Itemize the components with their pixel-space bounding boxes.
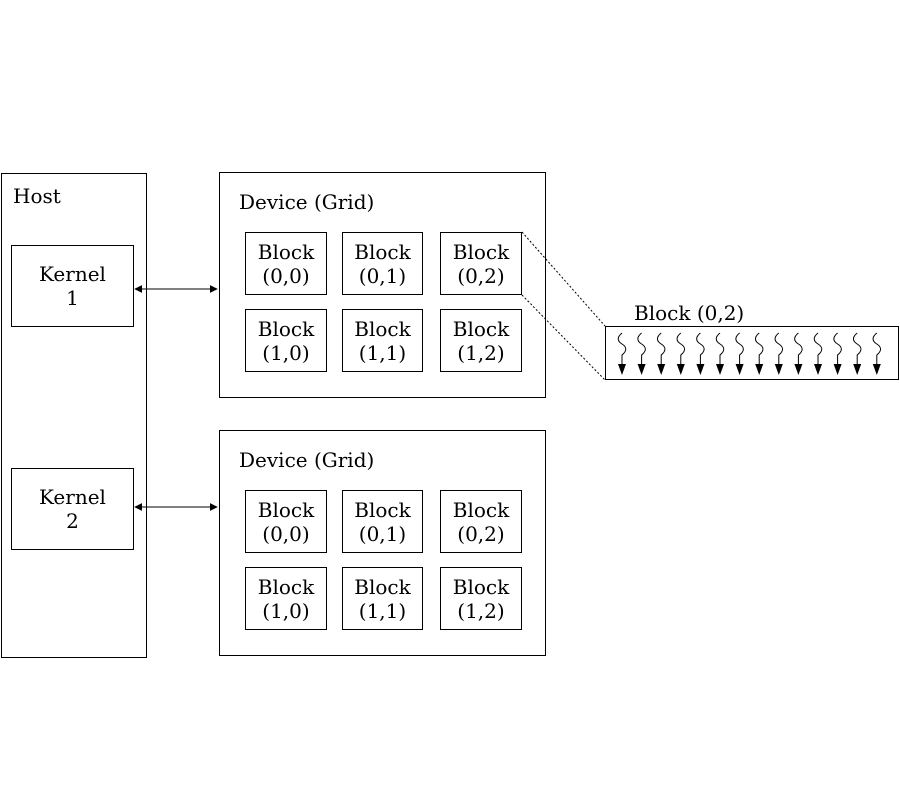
block-label: Block	[354, 239, 411, 264]
kernel-1-number: 1	[66, 286, 79, 310]
kernel-2-box: Kernel 2	[11, 468, 134, 550]
block-label: Block	[452, 497, 510, 522]
block-index: (0,2)	[457, 263, 505, 288]
wavy-arrow-down-icon	[754, 332, 764, 375]
device-1-block-0-1: Block (0,1)	[342, 232, 423, 295]
device-2-block-0-2: Block (0,2)	[440, 490, 522, 553]
zoom-line-bottom	[521, 294, 606, 381]
wavy-arrow-down-icon	[852, 332, 862, 375]
wavy-arrow-down-icon	[872, 332, 882, 375]
kernel-2-number: 2	[66, 509, 79, 533]
block-label: Block	[354, 574, 411, 599]
block-index: (0,1)	[358, 521, 407, 546]
block-index: (1,0)	[262, 340, 310, 365]
block-label: Block	[452, 316, 510, 341]
zoom-block-box	[605, 326, 899, 380]
wavy-arrow-down-icon	[735, 332, 744, 375]
block-index: (0,0)	[262, 521, 310, 546]
device-1-block-1-0: Block (1,0)	[245, 309, 327, 372]
wavy-arrow-down-icon	[715, 332, 725, 375]
wavy-arrow-down-icon	[833, 332, 842, 375]
host-title: Host	[13, 184, 61, 208]
device-2-block-1-2: Block (1,2)	[440, 567, 522, 630]
block-label: Block	[452, 574, 510, 599]
wavy-arrow-down-icon	[774, 332, 784, 375]
thread-group	[617, 332, 882, 375]
device-1-block-0-2: Block (0,2)	[440, 232, 522, 295]
device-1-block-1-2: Block (1,2)	[440, 309, 522, 372]
block-label: Block	[452, 239, 510, 264]
block-index: (1,2)	[457, 340, 505, 365]
block-index: (0,0)	[262, 263, 310, 288]
zoom-block-title: Block (0,2)	[634, 301, 745, 325]
kernel-2-label: Kernel	[39, 485, 106, 509]
device-2-block-0-0: Block (0,0)	[245, 490, 327, 553]
block-index: (1,1)	[358, 598, 407, 623]
block-label: Block	[257, 316, 315, 341]
block-index: (0,2)	[457, 521, 505, 546]
wavy-arrow-down-icon	[676, 332, 686, 375]
wavy-arrow-down-icon	[696, 332, 705, 375]
device-grid-2-title: Device (Grid)	[239, 448, 375, 472]
kernel-1-box: Kernel 1	[11, 245, 134, 327]
wavy-arrow-down-icon	[813, 332, 823, 375]
block-label: Block	[257, 239, 315, 264]
block-label: Block	[354, 316, 411, 341]
device-grid-1-title: Device (Grid)	[239, 190, 375, 214]
device-1-block-0-0: Block (0,0)	[245, 232, 327, 295]
block-label: Block	[354, 497, 411, 522]
kernel-1-label: Kernel	[39, 262, 106, 286]
wavy-arrow-down-icon	[794, 332, 803, 375]
wavy-arrow-down-icon	[637, 332, 646, 375]
device-2-block-1-0: Block (1,0)	[245, 567, 327, 630]
wavy-arrow-down-icon	[656, 332, 666, 375]
device-2-block-0-1: Block (0,1)	[342, 490, 423, 553]
device-2-block-1-1: Block (1,1)	[342, 567, 423, 630]
block-index: (1,1)	[358, 340, 407, 365]
zoom-line-top	[521, 231, 606, 327]
device-1-block-1-1: Block (1,1)	[342, 309, 423, 372]
block-index: (1,2)	[457, 598, 505, 623]
block-index: (0,1)	[358, 263, 407, 288]
block-index: (1,0)	[262, 598, 310, 623]
block-label: Block	[257, 574, 315, 599]
block-label: Block	[257, 497, 315, 522]
wavy-arrow-down-icon	[617, 332, 627, 375]
